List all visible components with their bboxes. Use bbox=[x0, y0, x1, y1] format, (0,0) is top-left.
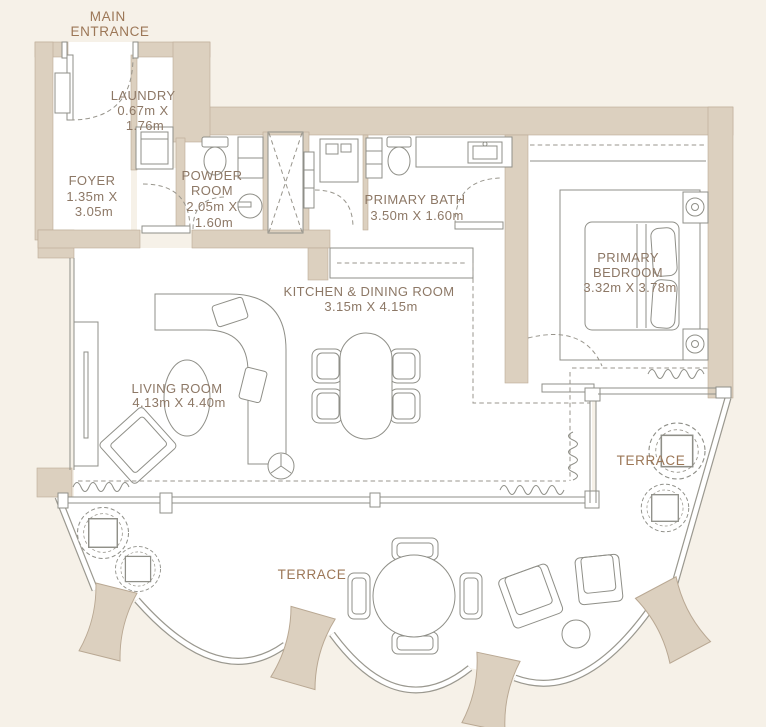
tv bbox=[83, 351, 89, 439]
terrace-dining-set bbox=[347, 537, 483, 655]
main-entrance-label: MAIN ENTRANCE bbox=[70, 9, 149, 39]
planter-icon bbox=[114, 545, 162, 593]
kitchen-dining-label: KITCHEN & DINING ROOM 3.15m X 4.15m bbox=[284, 284, 459, 314]
dining-table bbox=[339, 332, 393, 440]
windows bbox=[57, 144, 732, 514]
kitchen-fixtures bbox=[303, 138, 359, 229]
laundry-label: LAUNDRY 0.67m X 1.76m bbox=[111, 88, 179, 133]
pillow bbox=[650, 227, 678, 277]
entrance-door bbox=[54, 41, 139, 121]
terrace-right-label: TERRACE bbox=[617, 453, 686, 468]
living-room-label: LIVING ROOM 4.13m X 4.40m bbox=[131, 381, 226, 410]
bedroom-furniture bbox=[527, 189, 709, 393]
planter-icon bbox=[648, 422, 706, 480]
tv-console bbox=[73, 321, 99, 467]
terrace-bottom-label: TERRACE bbox=[278, 567, 347, 582]
primary-bath-label: PRIMARY BATH 3.50m X 1.60m bbox=[365, 192, 470, 223]
side-table bbox=[267, 452, 295, 480]
foyer-door bbox=[141, 183, 191, 234]
armchair bbox=[99, 407, 177, 484]
foyer-label: FOYER 1.35m X 3.05m bbox=[66, 173, 121, 219]
terrace-railing bbox=[54, 397, 732, 694]
planter-icon bbox=[640, 483, 690, 533]
bedroom-rug bbox=[559, 189, 701, 361]
powder-room-fixtures bbox=[192, 136, 264, 230]
bath-fixtures bbox=[365, 136, 513, 230]
foyer-cabinet bbox=[54, 72, 71, 114]
living-room-furniture bbox=[73, 293, 295, 484]
powder-room-label: POWDER ROOM 2.05m X 1.60m bbox=[182, 168, 247, 230]
planter-icon bbox=[76, 506, 130, 560]
rug bbox=[163, 359, 211, 437]
side-table bbox=[561, 619, 591, 649]
walls bbox=[34, 41, 734, 498]
curtains bbox=[72, 367, 710, 495]
kitchen-counter bbox=[329, 247, 590, 404]
primary-bedroom-label: PRIMARY BEDROOM 3.32m X 3.78m bbox=[583, 250, 676, 295]
dining-set bbox=[311, 332, 421, 440]
cushion bbox=[211, 296, 249, 328]
closet bbox=[267, 131, 304, 234]
pillow bbox=[650, 279, 678, 329]
laundry-appliance bbox=[135, 126, 174, 170]
cushion bbox=[238, 366, 268, 404]
round-table bbox=[372, 554, 456, 638]
terrace-lounge bbox=[498, 553, 624, 649]
